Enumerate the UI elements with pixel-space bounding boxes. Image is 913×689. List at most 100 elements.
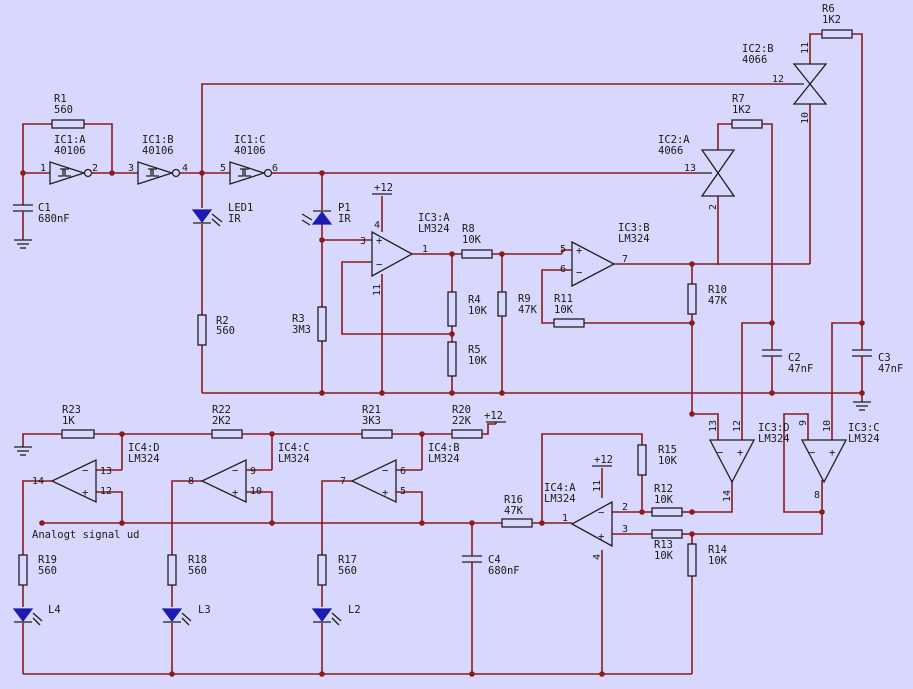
label-ic2b-val: 4066: [742, 54, 767, 66]
label-p1-ref: P1: [338, 202, 351, 214]
label-r22-val: 2K2: [212, 415, 231, 427]
label-ic3c-val: LM324: [848, 433, 880, 445]
svg-text:+: +: [598, 531, 604, 543]
label-ic4a-ref: IC4:A: [544, 482, 576, 494]
svg-text:+: +: [232, 487, 238, 499]
label-c1-ref: C1: [38, 202, 51, 214]
label-r15-val: 10K: [658, 455, 678, 467]
pin-number: 10: [800, 112, 811, 124]
label-r7-ref: R7: [732, 93, 745, 105]
opamps: +− +− −+ −+ −+ −+ −+ −+: [50, 230, 848, 548]
label-c2-val: 47nF: [788, 363, 813, 375]
label-r15-ref: R15: [658, 444, 677, 456]
svg-text:−: −: [717, 447, 723, 459]
svg-text:+: +: [737, 447, 743, 459]
svg-text:−: −: [232, 465, 238, 477]
label-ic2a-val: 4066: [658, 145, 683, 157]
resistor-r18: [167, 554, 177, 586]
label-led1-ref: LED1: [228, 202, 253, 214]
label-ic4b-val: LM324: [428, 453, 460, 465]
pin-number: 8: [814, 490, 820, 501]
opamp-ic4d: −+: [50, 458, 97, 504]
svg-text:+: +: [829, 447, 835, 459]
label-r2-val: 560: [216, 325, 235, 337]
pin-number: 12: [100, 486, 112, 497]
pin-number: 1: [562, 513, 568, 524]
resistor-r23: [61, 429, 95, 439]
label-r14-ref: R14: [708, 544, 727, 556]
label-ic1b-val: 40106: [142, 145, 174, 157]
svg-text:−: −: [376, 259, 382, 271]
ground-icon: [14, 239, 32, 249]
label-r5-val: 10K: [468, 355, 488, 367]
supply-label: +12: [594, 454, 613, 466]
label-l2-ref: L2: [348, 604, 361, 616]
resistor-r7: [731, 119, 763, 129]
pin-number: 6: [400, 466, 406, 477]
svg-text:−: −: [809, 447, 815, 459]
label-r11-val: 10K: [554, 304, 574, 316]
label-r23-ref: R23: [62, 404, 81, 416]
resistor-r10: [687, 283, 697, 315]
pin-number: 6: [272, 163, 278, 174]
resistor-r8: [461, 249, 493, 259]
resistor-r4: [447, 291, 457, 327]
ground-icon: [853, 401, 871, 411]
led-icon-led1: [191, 209, 223, 227]
svg-text:+: +: [82, 487, 88, 499]
label-r12-val: 10K: [654, 494, 674, 506]
svg-text:−: −: [598, 507, 604, 519]
label-ic1c-val: 40106: [234, 145, 266, 157]
resistor-r17: [317, 554, 327, 586]
label-ic3a-ref: IC3:A: [418, 212, 450, 224]
resistor-r6: [821, 29, 853, 39]
label-r7-val: 1K2: [732, 104, 751, 116]
pin-number: 13: [708, 420, 719, 432]
label-c1-val: 680nF: [38, 213, 70, 225]
capacitor-c4: [462, 552, 482, 566]
pin-number: 5: [220, 163, 226, 174]
label-r11-ref: R11: [554, 293, 573, 305]
pin-number: 10: [822, 420, 833, 432]
supply-label: +12: [374, 182, 393, 194]
resistor-r15: [637, 444, 647, 476]
opamp-ic3c: −+: [800, 439, 848, 484]
label-ic2a-ref: IC2:A: [658, 134, 690, 146]
label-ic3b-ref: IC3:B: [618, 222, 650, 234]
diodes: [12, 209, 342, 626]
resistor-r19: [18, 554, 28, 586]
label-r18-val: 560: [188, 565, 207, 577]
resistor-r9: [497, 291, 507, 317]
label-r20-val: 22K: [452, 415, 472, 427]
svg-text:−: −: [576, 267, 582, 279]
label-r9-val: 47K: [518, 304, 538, 316]
opamp-ic3d: −+: [708, 439, 756, 484]
pin-number: 7: [340, 476, 346, 487]
supply-label: +12: [484, 410, 503, 422]
label-ic3d-val: LM324: [758, 433, 790, 445]
resistor-r20: [451, 429, 483, 439]
label-c4-ref: C4: [488, 554, 501, 566]
pin-number: 14: [32, 476, 44, 487]
label-r13-ref: R13: [654, 539, 673, 551]
label-l4-ref: L4: [48, 604, 61, 616]
label-r2-ref: R2: [216, 315, 229, 327]
opamp-ic4a: −+: [570, 500, 613, 548]
pin-number: 13: [100, 466, 112, 477]
label-r10-val: 47K: [708, 295, 728, 307]
component-labels: R1 560 R2 560 R3 3M3 R4 10K R5 10K R6 1K…: [32, 3, 903, 616]
capacitor-c2: [762, 345, 782, 360]
label-r18-ref: R18: [188, 554, 207, 566]
pin-number: 1: [422, 244, 428, 255]
label-r22-ref: R22: [212, 404, 231, 416]
label-r3-val: 3M3: [292, 324, 311, 336]
label-r4-val: 10K: [468, 305, 488, 317]
svg-text:−: −: [82, 465, 88, 477]
analog-switches: [700, 63, 828, 197]
label-r8-val: 10K: [462, 234, 482, 246]
resistor-r16: [501, 518, 533, 528]
label-ic2b-ref: IC2:B: [742, 43, 774, 55]
svg-text:+: +: [382, 487, 388, 499]
resistor-r13: [651, 529, 683, 539]
label-r21-val: 3K3: [362, 415, 381, 427]
